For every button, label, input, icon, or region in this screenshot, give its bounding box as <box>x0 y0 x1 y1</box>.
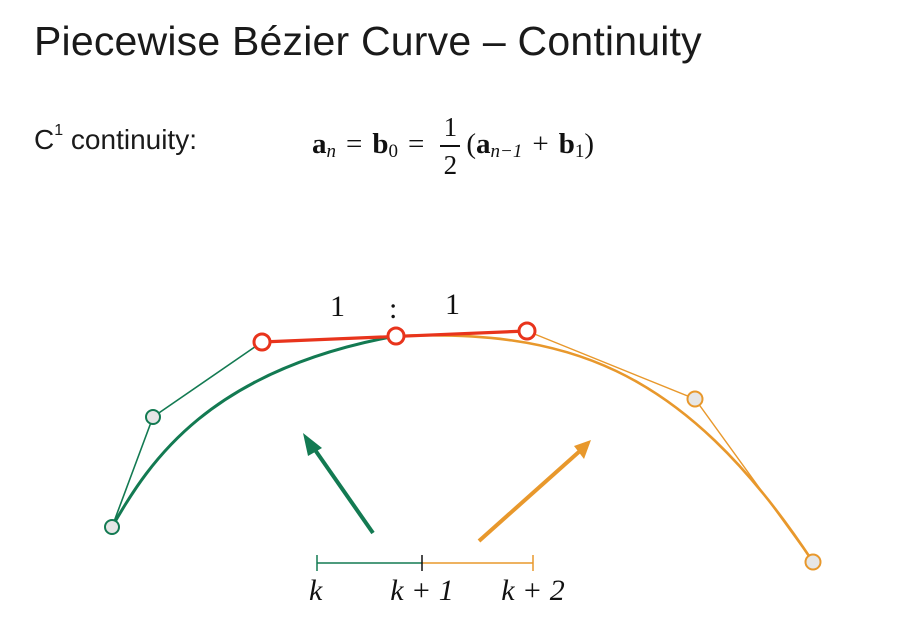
eq-plus: + <box>532 127 549 160</box>
ratio-left: 1 <box>330 290 345 323</box>
eq-close-paren: ) <box>584 127 595 160</box>
orange-bezier-curve <box>395 334 815 563</box>
red-point-right <box>517 321 537 341</box>
eq-fraction-numerator: 1 <box>443 112 458 142</box>
eq-term2-sub: 1 <box>574 141 585 162</box>
orange-arrow-head <box>574 440 591 459</box>
continuity-label: C1 continuity: <box>34 121 197 156</box>
green-control-point <box>145 409 161 425</box>
eq-fraction: 1 2 <box>440 111 461 181</box>
eq-b-sub: 0 <box>388 141 399 162</box>
eq-fraction-bar <box>440 145 461 147</box>
orange-control-polygon <box>526 330 814 563</box>
axis-label-k1: k + 1 <box>390 574 454 607</box>
red-point-left <box>252 332 272 352</box>
eq-equals-2: = <box>408 127 425 160</box>
axis-label-k: k <box>309 574 323 607</box>
label-superscript: 1 <box>54 121 64 139</box>
label-text: continuity: <box>63 124 197 155</box>
orange-arrow-shaft <box>477 448 583 543</box>
eq-open-paren: ( <box>466 127 477 160</box>
label-c: C <box>34 124 55 155</box>
eq-b: b <box>372 127 389 160</box>
green-arrow-shaft <box>311 445 375 535</box>
page-title: Piecewise Bézier Curve – Continuity <box>34 18 702 64</box>
green-control-polygon <box>111 341 263 528</box>
green-bezier-curve <box>110 334 397 528</box>
green-arrow-head <box>303 433 322 456</box>
eq-a-sub: n <box>326 141 337 162</box>
ratio-right: 1 <box>445 288 460 321</box>
green-endpoint <box>104 519 120 535</box>
axis-label-k2: k + 2 <box>501 574 565 607</box>
ratio-separator: : <box>389 292 397 325</box>
red-point-join <box>386 326 406 346</box>
orange-endpoint <box>804 553 822 571</box>
orange-control-point <box>686 390 704 408</box>
eq-term1: a <box>476 127 491 160</box>
eq-term1-sub: n−1 <box>490 141 523 162</box>
eq-equals-1: = <box>346 127 363 160</box>
eq-term2: b <box>558 127 575 160</box>
eq-fraction-denominator: 2 <box>443 150 458 180</box>
eq-a: a <box>312 127 327 160</box>
